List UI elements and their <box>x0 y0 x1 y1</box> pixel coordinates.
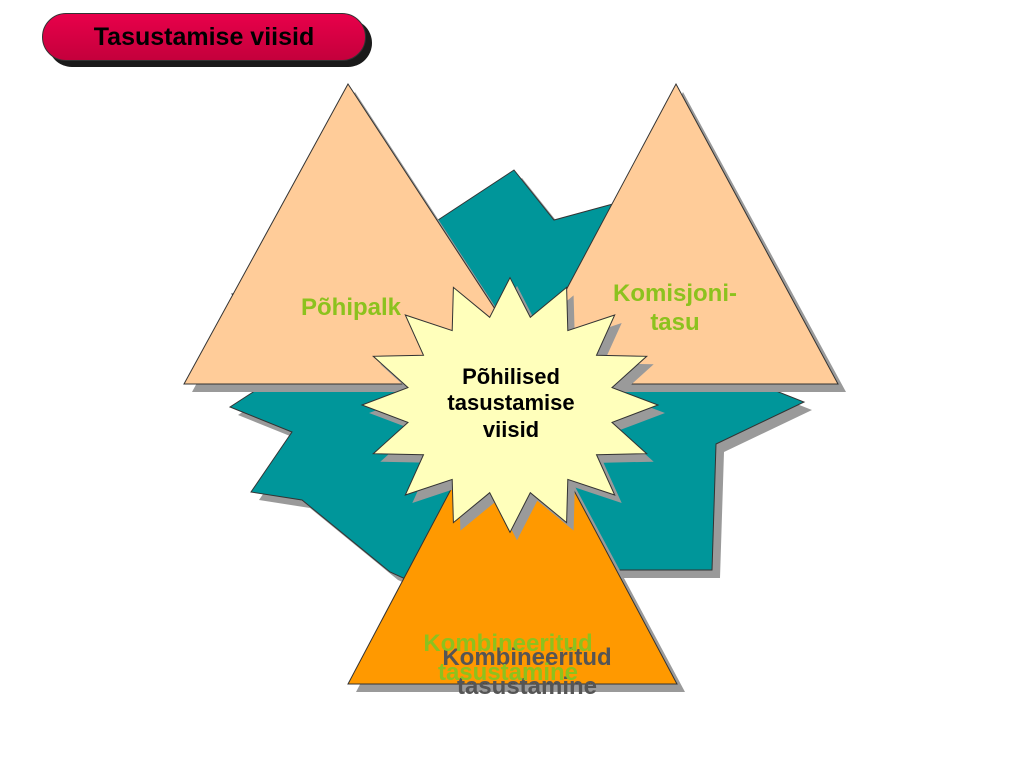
center-label: Põhilised tasustamise viisid <box>421 364 601 443</box>
right-triangle-label-line2: tasu <box>650 308 700 336</box>
bottom-triangle-label: Kombineeritud tasustamine <box>418 630 598 688</box>
bottom-triangle-label-shadow: Kombineeritud tasustamine <box>442 644 612 700</box>
center-label-line3: viisid <box>482 416 540 442</box>
title-pill <box>42 13 366 61</box>
center-label-line1: Põhilised <box>462 364 560 389</box>
left-triangle-label: Põhipalk <box>300 294 402 321</box>
right-triangle-label: Komisjoni- tasu <box>590 280 760 338</box>
bottom-triangle-label-line2: tasustamine <box>437 658 579 686</box>
bottom-triangle-label-line1: Kombineeritud <box>423 630 593 657</box>
center-label-line2: tasustamise <box>447 390 575 416</box>
right-triangle <box>515 82 839 385</box>
right-triangle-label-line1: Komisjoni- <box>613 280 737 307</box>
center-burst <box>360 276 660 534</box>
page-title: Tasustamise viisid <box>93 23 315 51</box>
